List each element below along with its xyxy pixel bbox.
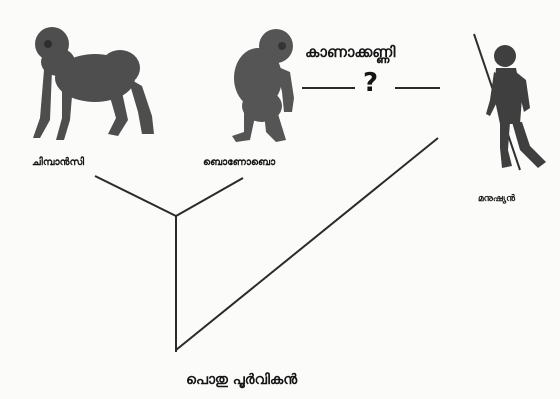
branch-bonobo: [175, 177, 244, 217]
human-illustration: [473, 33, 546, 171]
common-ancestor-label: പൊതു പൂർവികൻ: [186, 372, 298, 388]
tree-lines: [94, 87, 440, 352]
question-mark: ?: [363, 68, 379, 98]
missing-link-label: കാണാക്കണ്ണി: [305, 43, 396, 61]
chimpanzee-illustration: [33, 27, 154, 140]
human-label: മനുഷ്യൻ: [478, 194, 516, 204]
bonobo-label: ബൊണോബൊ: [203, 157, 276, 168]
bonobo-illustration: [232, 29, 294, 142]
branch-human: [175, 137, 439, 351]
chimpanzee-label: ചിമ്പാൻസി: [32, 157, 85, 168]
branch-chimpanzee: [94, 175, 177, 217]
